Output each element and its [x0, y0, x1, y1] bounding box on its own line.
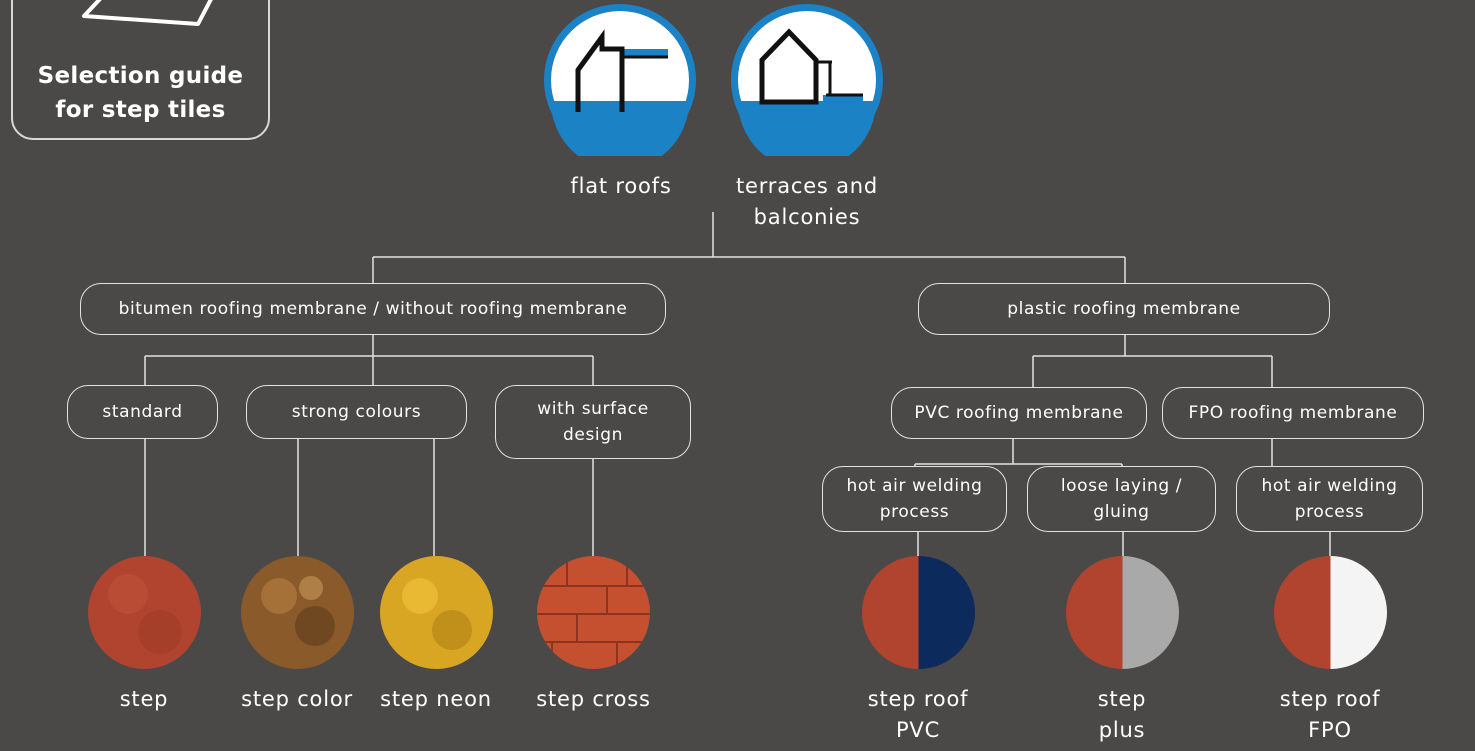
node-loose-laying: loose laying / gluing: [1027, 466, 1216, 532]
node-fpo-membrane: FPO roofing membrane: [1162, 387, 1424, 439]
badge-title: Selection guide for step tiles: [37, 63, 244, 123]
product-label-step-cross: step cross: [536, 687, 651, 711]
selection-guide-badge: Selection guide for step tiles: [11, 0, 270, 140]
step-roof-fpo-swatch: [1274, 556, 1387, 669]
product-label-step-plus: step plus: [1097, 687, 1147, 742]
node-pvc-membrane: PVC roofing membrane: [891, 387, 1147, 439]
step-neon-swatch: [380, 556, 493, 669]
node-pvc-hot-air-welding: hot air welding process: [822, 466, 1007, 532]
product-label-step-color: step color: [241, 687, 353, 711]
node-plastic-membrane: plastic roofing membrane: [918, 283, 1330, 335]
node-surface-design: with surface design: [495, 385, 691, 459]
step-cross-swatch: [537, 556, 650, 669]
node-bitumen-membrane: bitumen roofing membrane / without roofi…: [80, 283, 666, 335]
terraces-balconies-label: terraces and balconies: [735, 174, 879, 229]
product-label-step-neon: step neon: [380, 687, 492, 711]
flat-roof-icon: [544, 4, 696, 156]
terrace-icon: [731, 4, 883, 156]
step-tile-icon: [82, 0, 213, 26]
step-roof-pvc-swatch: [862, 556, 975, 669]
node-standard: standard: [67, 385, 218, 439]
product-label-step: step: [119, 687, 169, 711]
product-label-step-roof-fpo: step roof FPO: [1279, 687, 1381, 742]
flat-roofs-label: flat roofs: [570, 174, 672, 198]
product-label-step-roof-pvc: step roof PVC: [867, 687, 969, 742]
step-plus-swatch: [1066, 556, 1179, 669]
node-strong-colours: strong colours: [246, 385, 467, 439]
step-swatch: [88, 556, 201, 669]
node-fpo-hot-air-welding: hot air welding process: [1236, 466, 1423, 532]
step-color-swatch: [241, 556, 354, 669]
